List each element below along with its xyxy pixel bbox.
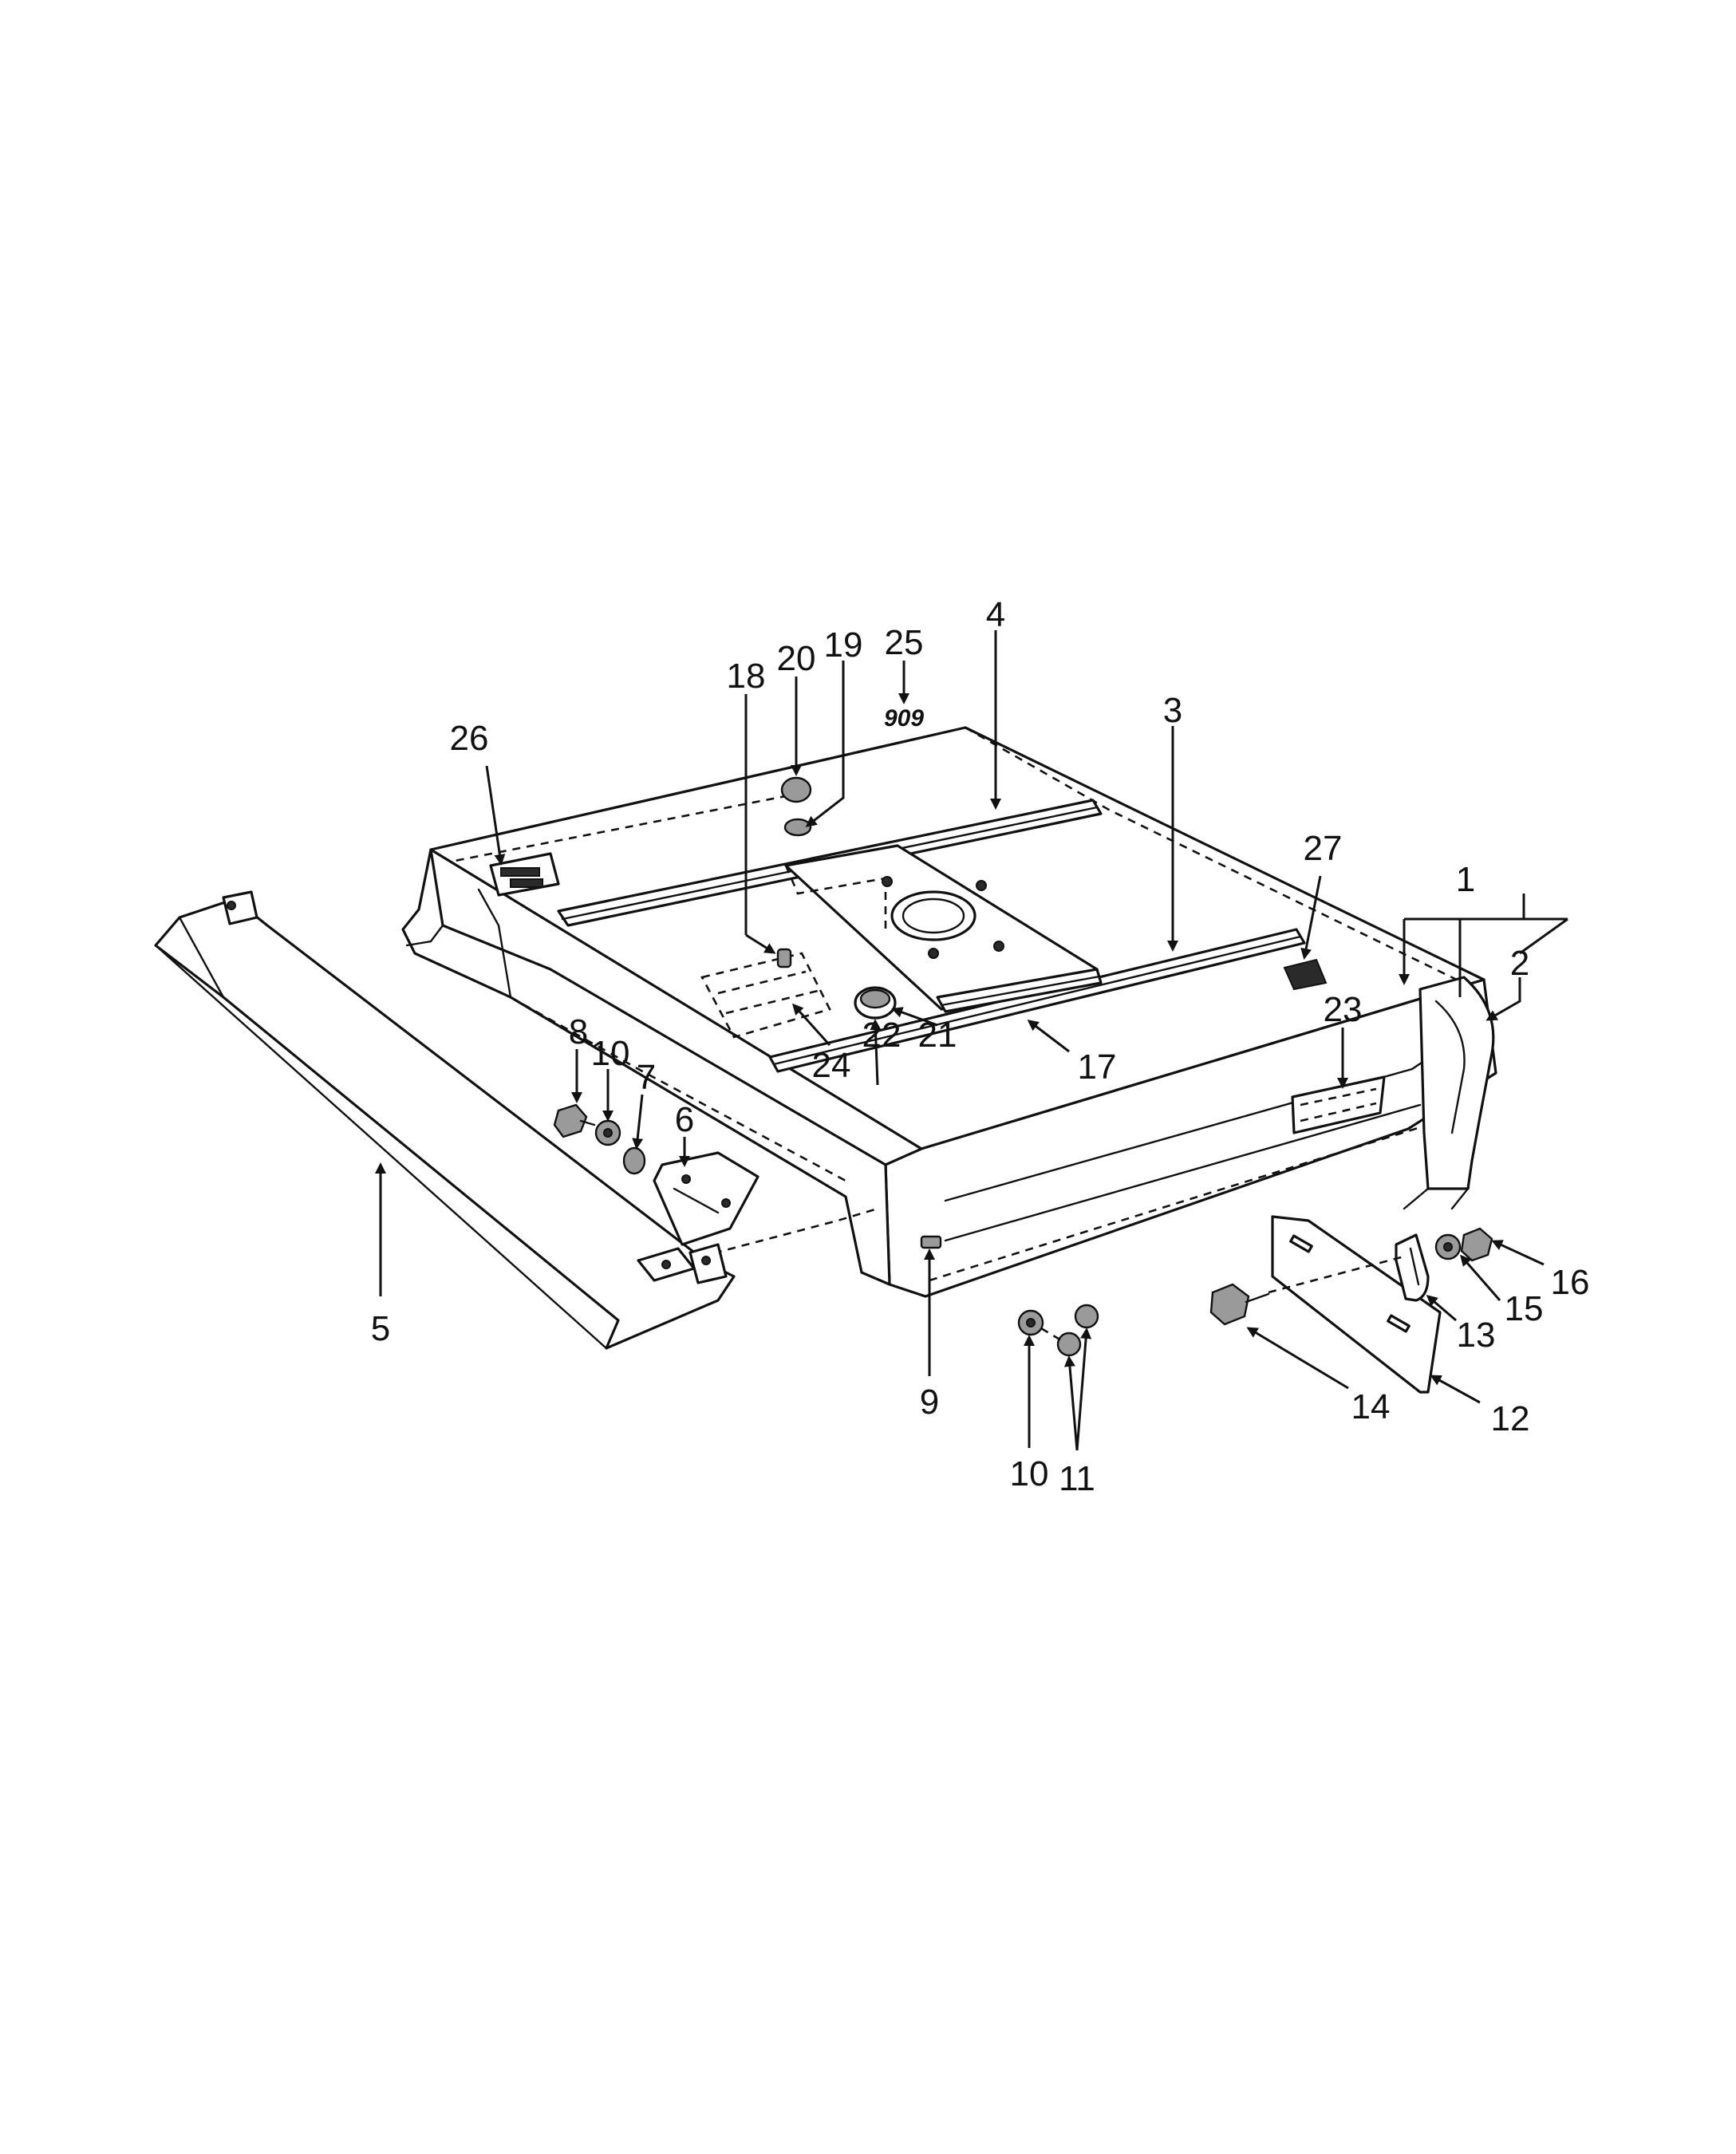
callout-19: 19	[824, 625, 863, 665]
callout-7-leader	[632, 1094, 644, 1150]
callout-27: 27	[1304, 829, 1343, 868]
part-10-washer-bottom	[1017, 1309, 1044, 1336]
callout-4: 4	[986, 595, 1005, 634]
part-7-spacer	[622, 1146, 646, 1175]
callout-12: 12	[1491, 1399, 1530, 1438]
callout-17-leader	[1027, 1020, 1070, 1053]
callout-13-leader	[1426, 1295, 1457, 1322]
callout-21-leader	[891, 1007, 938, 1027]
part-10-washer-left	[594, 1119, 621, 1146]
part-8-bolt	[553, 1103, 596, 1138]
callout-2: 2	[1510, 944, 1529, 983]
rail-3	[768, 928, 1306, 1073]
callout-26: 26	[450, 719, 489, 758]
callout-1: 1	[1456, 860, 1475, 899]
callout-10-bottom: 10	[1010, 1454, 1049, 1493]
callout-23: 23	[1324, 990, 1363, 1029]
callout-24: 24	[812, 1046, 851, 1085]
part-6-bracket	[653, 1151, 760, 1246]
part-17-strip	[936, 968, 1103, 1013]
part-13-clip	[1395, 1233, 1430, 1302]
part-18-stud	[776, 948, 792, 969]
callout-2-leader	[1485, 917, 1568, 1021]
part-24-plate	[700, 952, 831, 1039]
callout-16-leader	[1491, 1240, 1545, 1266]
callout-17: 17	[1078, 1047, 1117, 1087]
callout-14-leader	[1246, 1327, 1349, 1390]
callout-22-leader	[870, 1019, 882, 1086]
callout-9: 9	[920, 1383, 939, 1422]
callout-11-leader-a	[1063, 1355, 1079, 1451]
callout-13: 13	[1457, 1316, 1496, 1355]
callout-24-leader	[791, 1003, 831, 1047]
callout-27-leader	[1300, 875, 1322, 960]
callout-11: 11	[1059, 1459, 1095, 1498]
part-9-stud	[920, 1235, 942, 1249]
part-19-bolt	[783, 818, 812, 837]
callout-14: 14	[1351, 1387, 1391, 1426]
part-11-nut-a	[1056, 1331, 1082, 1357]
callout-8: 8	[569, 1012, 588, 1051]
decal-25-text: 909	[884, 705, 924, 732]
callout-22: 22	[862, 1016, 902, 1055]
part-12-plate	[1271, 1215, 1442, 1394]
part-27-decal	[1283, 958, 1328, 991]
callout-1-leader	[1399, 894, 1568, 997]
callout-21: 21	[918, 1016, 957, 1055]
callout-6: 6	[675, 1100, 694, 1139]
callout-15: 15	[1505, 1289, 1544, 1328]
part-11-nut-b	[1074, 1304, 1099, 1329]
part-25-decal: 909	[884, 705, 924, 732]
callout-18: 18	[727, 657, 766, 696]
part-20-cap	[780, 776, 812, 803]
callout-7: 7	[637, 1058, 656, 1097]
callout-26-leader	[485, 765, 506, 866]
part-14-bolt	[1209, 1283, 1270, 1326]
callout-11-leader-b	[1075, 1328, 1092, 1451]
callout-5: 5	[371, 1309, 390, 1348]
part-26-decal	[489, 852, 560, 897]
callout-15-leader	[1460, 1254, 1501, 1301]
callout-12-leader	[1430, 1375, 1481, 1404]
part-15-washer	[1434, 1233, 1462, 1260]
callout-16: 16	[1551, 1263, 1590, 1302]
callout-25: 25	[885, 623, 924, 662]
part-16-nut	[1460, 1227, 1493, 1262]
callout-10-left: 10	[591, 1034, 630, 1073]
part-23-decal	[1291, 1075, 1386, 1134]
callout-20: 20	[777, 639, 816, 678]
callout-19-leader	[805, 661, 845, 827]
part-5-shield	[154, 890, 736, 1350]
callout-labels: 1 2 3 4 5 6 7 8 9 10 10 11 12 13 14 15 1…	[371, 595, 1590, 1498]
part-22-cap	[854, 986, 897, 1020]
callout-3: 3	[1163, 691, 1182, 730]
